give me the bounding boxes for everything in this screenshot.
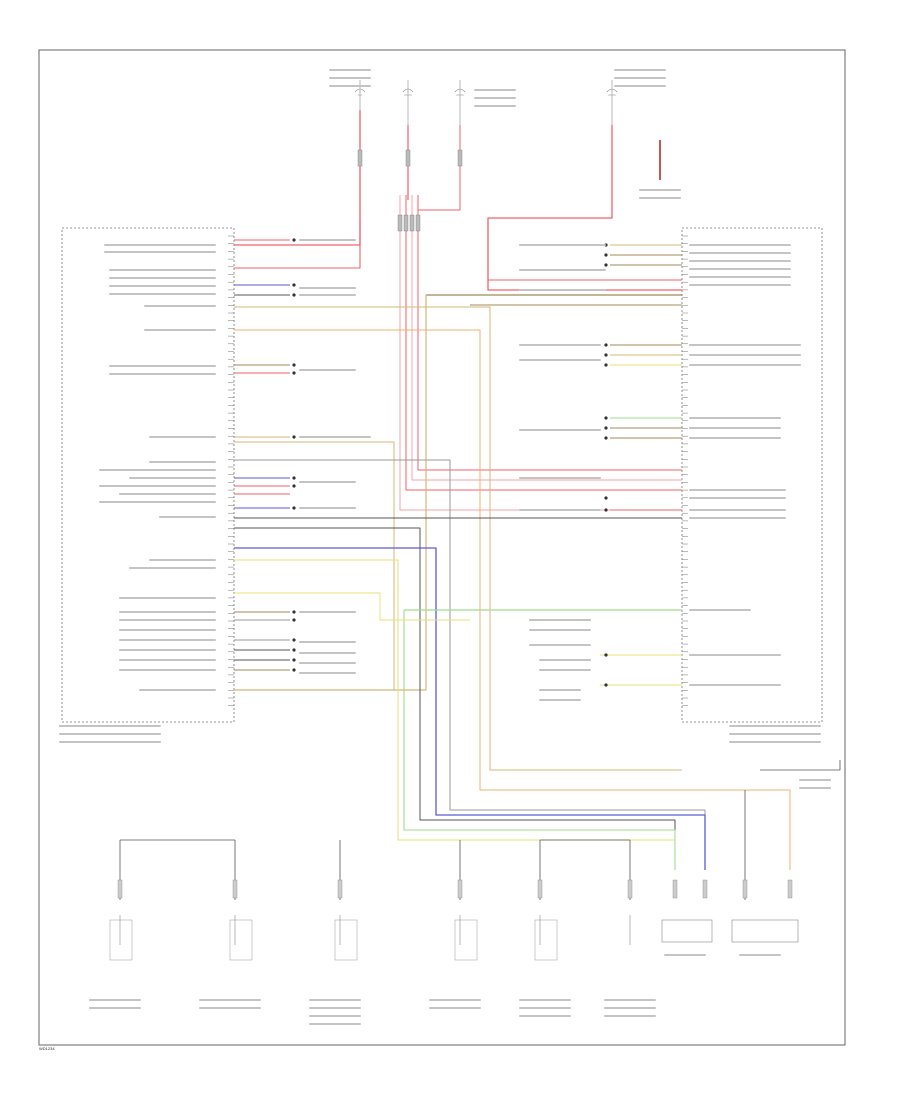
bottom-connector [457, 879, 463, 899]
connector-block [415, 214, 421, 232]
wire [405, 195, 682, 491]
connector-dot [604, 363, 608, 367]
connector-block [457, 149, 463, 167]
connector-dot [604, 508, 608, 512]
connector-dot [292, 484, 296, 488]
right-module-box [681, 227, 823, 723]
bottom-connector [742, 879, 748, 899]
left-module-pins [228, 235, 234, 706]
connector-dot [292, 371, 296, 375]
connector-dot [604, 353, 608, 357]
wire [234, 559, 675, 841]
wire [234, 329, 791, 870]
wire [418, 125, 461, 211]
connector-dot [292, 476, 296, 480]
footer-code: WD1234 [39, 1046, 55, 1051]
connector-dot [292, 638, 296, 642]
sensor-box [229, 919, 253, 961]
right-module-pins [682, 235, 688, 706]
bottom-connector [627, 879, 633, 899]
sensor-box [109, 919, 133, 961]
connector-block [405, 149, 411, 167]
connector-block [409, 214, 415, 232]
bottom-connector [787, 879, 793, 899]
top-fuse-group [354, 80, 618, 125]
connector-dot [292, 618, 296, 622]
wire [234, 295, 427, 691]
wire [234, 220, 361, 269]
connector-block [357, 149, 363, 167]
bottom-connector [337, 879, 343, 899]
connector-dot [292, 648, 296, 652]
connector-dot [292, 658, 296, 662]
wire [417, 195, 682, 471]
bottom-connector [232, 879, 238, 899]
wire [234, 592, 470, 621]
connector-dot [604, 253, 608, 257]
connector-dot [292, 363, 296, 367]
bottom-connector [672, 879, 678, 899]
bulb-box [731, 919, 799, 943]
wire [234, 547, 706, 870]
sensor-box [454, 919, 478, 961]
bottom-connector [702, 879, 708, 899]
connector-dot [604, 653, 608, 657]
page-frame [38, 49, 846, 1046]
wire [234, 459, 706, 870]
connector-dot [292, 435, 296, 439]
label-marks [59, 69, 831, 1025]
connector-dot [292, 293, 296, 297]
wire [399, 195, 682, 511]
connector-dot [604, 683, 608, 687]
wire [760, 760, 841, 771]
bottom-connector [537, 879, 543, 899]
left-module-box [61, 227, 235, 723]
wire [234, 306, 682, 771]
connector-dot [604, 263, 608, 267]
wire-group [119, 110, 841, 900]
connector-dot [292, 283, 296, 287]
wire [403, 610, 676, 870]
connector-block [397, 214, 403, 232]
connector-block [403, 214, 409, 232]
bottom-connector [117, 879, 123, 899]
wire [234, 110, 361, 246]
connector-group [292, 149, 608, 687]
connector-dot [292, 610, 296, 614]
connector-dot [604, 416, 608, 420]
connector-dot [604, 496, 608, 500]
connector-dot [604, 436, 608, 440]
wire [411, 195, 682, 481]
bottom-components [109, 879, 799, 961]
connector-dot [604, 426, 608, 430]
connector-dot [604, 343, 608, 347]
wire [234, 527, 676, 870]
sensor-box [534, 919, 558, 961]
sensor-box [334, 919, 358, 961]
connector-dot [292, 668, 296, 672]
connector-dot [292, 506, 296, 510]
bulb-box [661, 919, 713, 943]
wire [234, 441, 395, 690]
connector-dot [292, 238, 296, 242]
